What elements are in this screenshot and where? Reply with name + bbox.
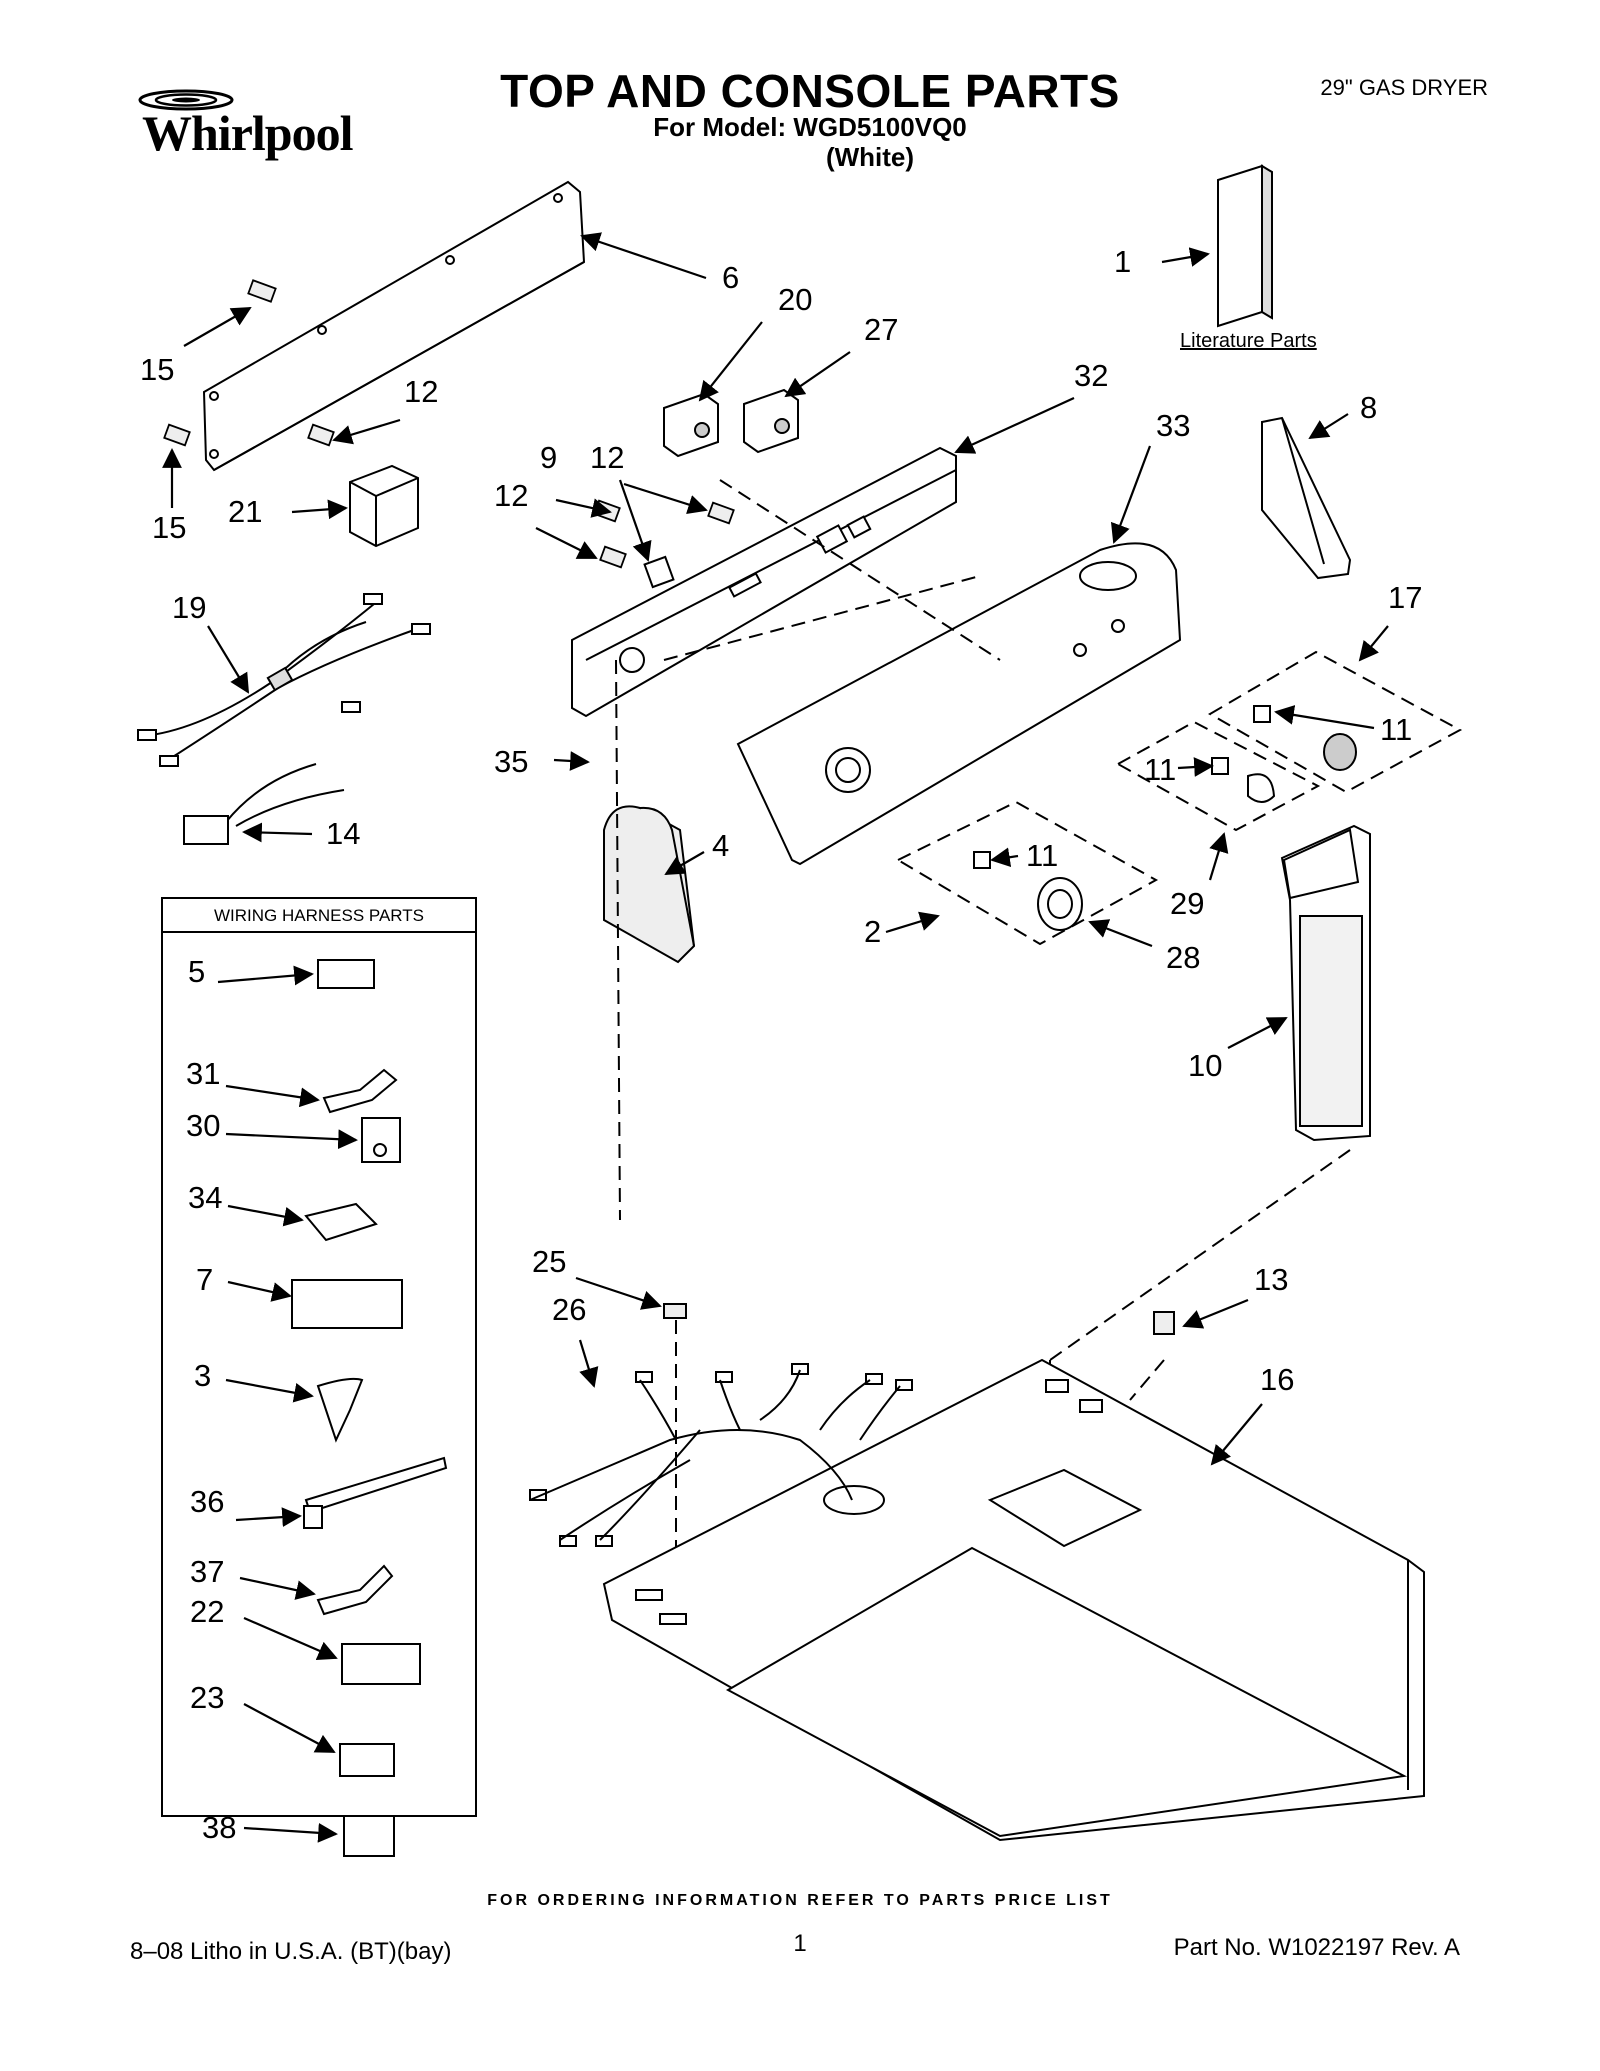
callout-19: 19 xyxy=(172,590,207,625)
callout-h31: 31 xyxy=(186,1056,221,1091)
top-panel xyxy=(602,1358,1425,1842)
callout-15-top: 15 xyxy=(140,352,175,387)
callout-h5: 5 xyxy=(188,954,206,989)
callout-10: 10 xyxy=(1188,1048,1223,1083)
callout-1: 1 xyxy=(1114,244,1132,279)
switches xyxy=(663,388,799,458)
callout-16: 16 xyxy=(1260,1362,1295,1397)
callout-12-lower: 12 xyxy=(494,478,529,513)
callout-8: 8 xyxy=(1360,390,1378,425)
page-number: 1 xyxy=(793,1930,807,1957)
callout-12-mid: 12 xyxy=(590,440,625,475)
console-panel xyxy=(736,542,1182,866)
callout-21: 21 xyxy=(228,494,263,529)
callout-11-lower: 11 xyxy=(1026,838,1059,873)
callout-h34: 34 xyxy=(188,1180,223,1215)
callout-17: 17 xyxy=(1388,580,1423,615)
clip-25 xyxy=(663,1303,687,1319)
ordering-info: FOR ORDERING INFORMATION REFER TO PARTS … xyxy=(487,1892,1113,1909)
part-number: Part No. W1022197 Rev. A xyxy=(1173,1934,1460,1961)
screws xyxy=(163,279,735,569)
harness-part-icons xyxy=(291,959,448,1857)
callout-29: 29 xyxy=(1170,886,1205,921)
screw-13 xyxy=(1153,1311,1175,1335)
callout-35: 35 xyxy=(494,744,529,779)
bracket-9 xyxy=(643,555,675,589)
callout-h36: 36 xyxy=(190,1484,225,1519)
callout-11-mid: 11 xyxy=(1144,752,1177,787)
end-cap-left xyxy=(603,805,696,964)
literature-booklet xyxy=(1217,164,1273,328)
callout-h7: 7 xyxy=(196,1262,214,1297)
callout-33: 33 xyxy=(1156,408,1191,443)
callout-11-right: 11 xyxy=(1380,712,1413,747)
callout-6: 6 xyxy=(722,260,740,295)
brand-wordmark: Whirlpool xyxy=(142,105,353,161)
callout-26: 26 xyxy=(552,1292,587,1327)
swirl-icon xyxy=(138,89,234,111)
callout-h38: 38 xyxy=(202,1810,237,1845)
lint-screen xyxy=(1280,824,1371,1142)
callout-h3: 3 xyxy=(194,1358,212,1393)
timer xyxy=(349,464,419,548)
callout-20: 20 xyxy=(778,282,813,317)
callout-h23: 23 xyxy=(190,1680,225,1715)
wire-harness-14 xyxy=(183,763,345,845)
product-type: 29" GAS DRYER xyxy=(1320,75,1488,100)
callout-28: 28 xyxy=(1166,940,1201,975)
back-panel xyxy=(202,180,586,472)
color-line: (White) xyxy=(825,142,915,172)
harness-box-title: WIRING HARNESS PARTS xyxy=(213,906,424,925)
callout-32: 32 xyxy=(1074,358,1109,393)
console-bracket xyxy=(571,446,957,718)
callout-h37: 37 xyxy=(190,1554,225,1589)
main-harness xyxy=(529,1363,913,1547)
whirlpool-logo: Whirlpool xyxy=(128,78,368,168)
callout-h30: 30 xyxy=(186,1108,221,1143)
harness-parts-box xyxy=(161,897,477,1817)
callout-2: 2 xyxy=(864,914,882,949)
callout-25: 25 xyxy=(532,1244,567,1279)
model-line: For Model: WGD5100VQ0 xyxy=(653,112,967,142)
callout-9: 9 xyxy=(540,440,558,475)
callout-27: 27 xyxy=(864,312,899,347)
callout-h22: 22 xyxy=(190,1594,225,1629)
leader-arrows xyxy=(162,232,1389,1843)
page-title: TOP AND CONSOLE PARTS xyxy=(500,65,1120,117)
callout-4: 4 xyxy=(712,828,730,863)
literature-parts-label: Literature Parts xyxy=(1180,330,1317,352)
callout-12-left: 12 xyxy=(404,374,439,409)
callout-15-bottom: 15 xyxy=(152,510,187,545)
knobs xyxy=(973,705,1357,931)
wire-harness-19 xyxy=(137,593,431,767)
callout-14: 14 xyxy=(326,816,361,851)
callout-13: 13 xyxy=(1254,1262,1289,1297)
end-cap-right xyxy=(1261,416,1352,580)
litho-info: 8–08 Litho in U.S.A. (BT)(bay) xyxy=(130,1938,452,1965)
